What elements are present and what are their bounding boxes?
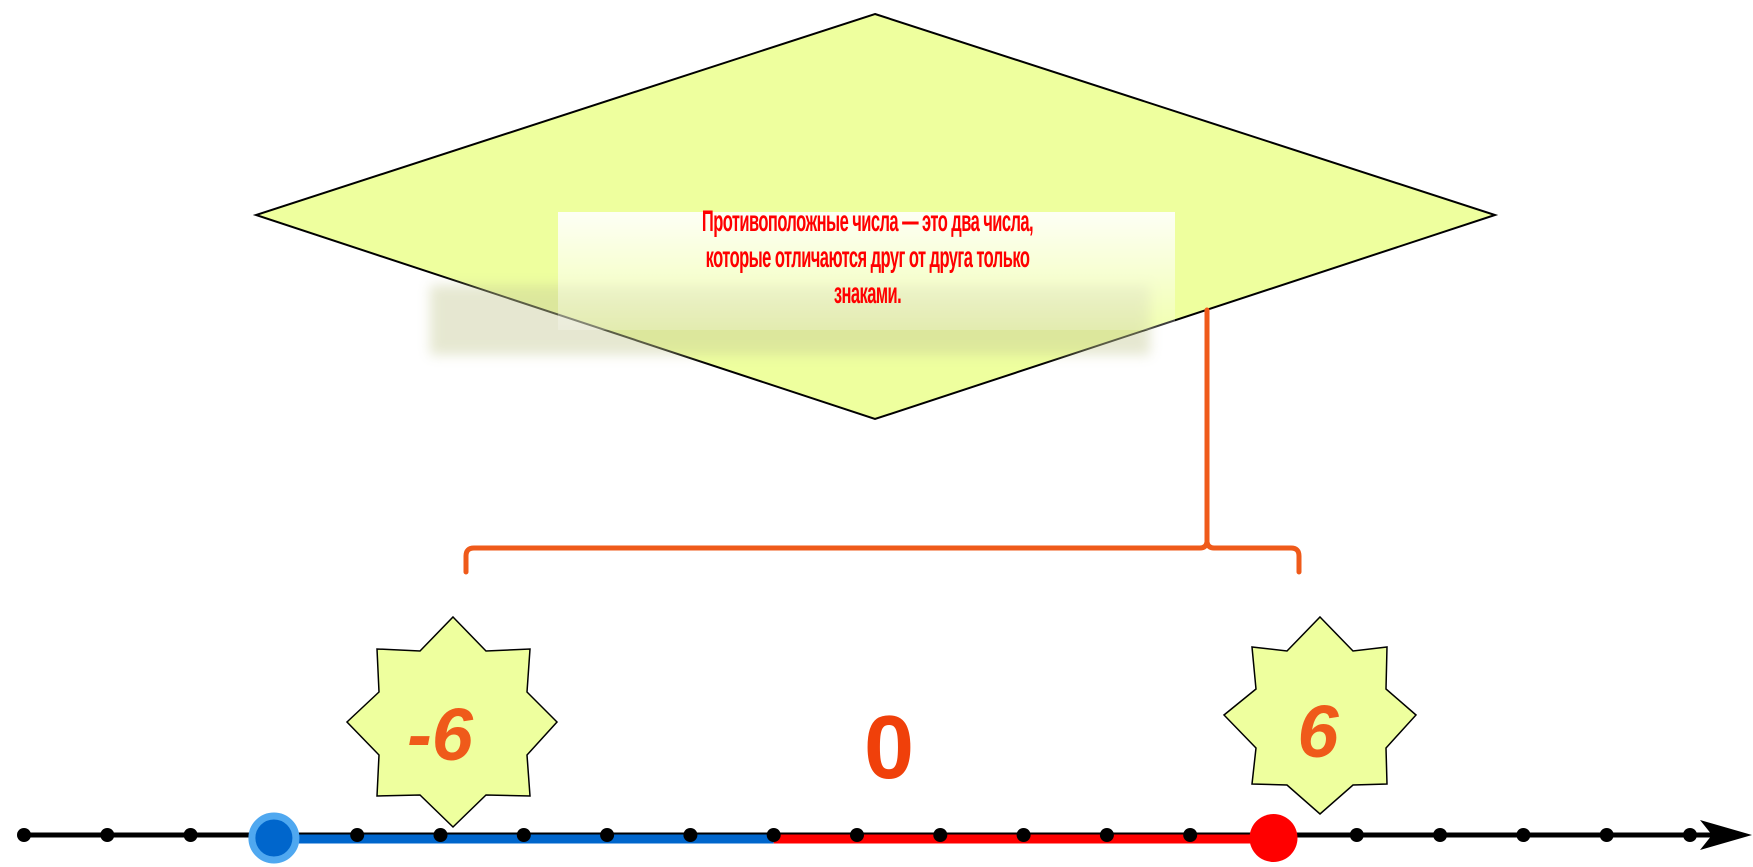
axis-tick xyxy=(1099,828,1114,842)
axis-tick xyxy=(1516,828,1531,842)
star-negative-label: -6 xyxy=(407,693,474,776)
axis-tick xyxy=(17,828,31,842)
axis-tick xyxy=(183,828,198,842)
text-glow-backdrop xyxy=(558,212,1175,330)
axis-tick xyxy=(933,828,948,842)
definition-text: Противоположные числа — это два числа, к… xyxy=(701,204,1034,310)
axis-tick xyxy=(516,828,531,842)
star-negative-shape xyxy=(345,615,559,829)
star-positive-shape xyxy=(1222,615,1418,815)
axis-tick xyxy=(683,828,698,842)
axis-tick xyxy=(1183,828,1198,842)
star-negative: -6 xyxy=(345,615,559,829)
axis-tick xyxy=(100,828,115,842)
axis-tick xyxy=(1016,828,1031,842)
axis-tick xyxy=(600,828,615,842)
zero-label: 0 xyxy=(864,698,914,798)
axis-tick xyxy=(1349,828,1364,842)
axis-tick xyxy=(1599,828,1614,842)
point-positive xyxy=(1249,814,1298,862)
axis-tick xyxy=(1433,828,1448,842)
axis-tick xyxy=(850,828,864,842)
axis-ticks xyxy=(17,828,1697,842)
axis-tick xyxy=(433,828,448,842)
axis-tick xyxy=(766,828,781,842)
axis-tick xyxy=(350,828,365,842)
definition-diamond: Противоположные числа — это два числа, к… xyxy=(252,12,1499,421)
axis-tick xyxy=(1683,828,1697,842)
opposite-bracket xyxy=(463,307,1302,575)
number-line xyxy=(17,812,1752,864)
axis-arrow-icon xyxy=(1700,820,1752,850)
star-positive: 6 xyxy=(1222,615,1418,815)
point-negative xyxy=(248,812,300,864)
star-positive-label: 6 xyxy=(1297,690,1339,773)
